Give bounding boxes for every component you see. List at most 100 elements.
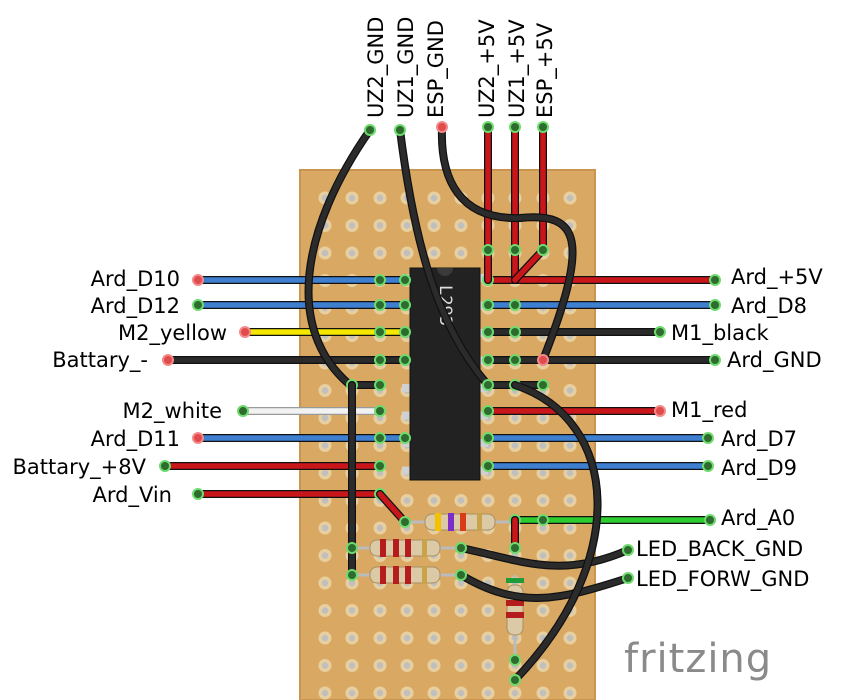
board-hole-center: [430, 689, 438, 697]
board-hole-center: [566, 469, 574, 477]
board-hole-center: [376, 607, 384, 614]
wire-end: [399, 432, 411, 444]
wire-end: [482, 121, 494, 133]
board-hole-center: [321, 414, 329, 422]
wire-ard-d8: [482, 299, 721, 311]
wire-ard-d9: [482, 460, 714, 472]
wire-esp-5v: [511, 121, 549, 284]
board-hole-center: [566, 662, 574, 669]
board-hole-center: [457, 497, 465, 504]
board-hole-center: [566, 194, 574, 202]
wire-end: [702, 432, 714, 444]
wire-end: [482, 299, 494, 311]
top-label-esp-gnd: ESP_GND: [424, 20, 449, 118]
right-label-led-back-gnd: LED_BACK_GND: [636, 537, 803, 562]
board-hole-center: [321, 387, 329, 394]
board-hole-center: [511, 442, 519, 449]
wire-m2-yellow: [239, 326, 411, 338]
board-hole-center: [403, 634, 411, 642]
board-hole-center: [457, 552, 465, 559]
board-hole-center: [348, 662, 356, 669]
board-hole-center: [457, 689, 465, 697]
board-hole-center: [511, 414, 519, 422]
left-label-m2-white: M2_white: [123, 399, 222, 424]
wire-end: [394, 124, 406, 136]
right-label-m1-black: M1_black: [671, 321, 770, 346]
board-hole-center: [321, 689, 329, 697]
wire-end: [159, 460, 171, 472]
wire-end: [374, 274, 386, 286]
top-label-esp-5v: ESP_+5V: [533, 22, 558, 118]
board-hole-center: [539, 442, 547, 449]
board-hole-center: [430, 607, 438, 614]
wire-m1-black: [482, 326, 666, 338]
resistor-1: [405, 513, 515, 531]
board-hole-center: [348, 249, 356, 257]
wire-ard-d10: [192, 274, 411, 286]
right-label-ard-5v: Ard_+5V: [731, 265, 823, 290]
wire-end: [237, 405, 249, 417]
wire-end: [509, 121, 521, 133]
board-hole-center: [484, 689, 492, 697]
board-hole-center: [321, 607, 329, 614]
wire-end: [192, 274, 204, 286]
board-hole-center: [321, 442, 329, 449]
left-label-battary-8v: Battary_+8V: [13, 455, 147, 480]
wire-uz2-5v: [482, 121, 494, 284]
wire-end: [239, 326, 251, 338]
board-hole-center: [484, 634, 492, 642]
board-hole-center: [566, 579, 574, 587]
wire-end: [482, 379, 494, 391]
board-hole-center: [539, 414, 547, 422]
board-hole-center: [457, 249, 465, 257]
fritzing-logo: fritzing: [624, 636, 772, 682]
wire-end: [622, 544, 634, 556]
board-hole-center: [403, 689, 411, 697]
left-label-ard-d12: Ard_D12: [91, 294, 180, 319]
board-hole-center: [457, 634, 465, 642]
board-hole-center: [511, 689, 519, 697]
board-hole-center: [321, 497, 329, 504]
board-hole-center: [457, 607, 465, 614]
wire-end: [399, 299, 411, 311]
board-hole-center: [484, 662, 492, 669]
chip-pin: [476, 356, 488, 365]
chip-pin: [476, 439, 488, 447]
board-hole-center: [566, 634, 574, 642]
top-label-uz1-gnd: UZ1_GND: [394, 17, 419, 118]
board-hole-center: [321, 662, 329, 669]
resistor-3: [350, 566, 465, 584]
wire-end: [364, 124, 376, 136]
wire-led-forw-gnd: [455, 569, 634, 602]
wire-end: [622, 572, 634, 584]
board-hole-center: [511, 497, 519, 504]
board-hole-center: [539, 689, 547, 697]
chip-pin: [402, 411, 414, 420]
wire-end: [482, 460, 494, 472]
chip-pin: [476, 301, 488, 310]
board-hole-center: [457, 222, 465, 229]
wire-end: [374, 379, 386, 391]
wire-end: [346, 569, 358, 581]
wire-gnd-loop-bottom: [509, 381, 602, 686]
board-hole-center: [403, 607, 411, 614]
wire-end: [537, 379, 549, 391]
wire-end: [374, 354, 386, 366]
wire-end: [374, 405, 386, 417]
board-hole-center: [484, 607, 492, 614]
wire-end: [709, 354, 721, 366]
board-hole-center: [566, 552, 574, 559]
board-hole-center: [403, 222, 411, 229]
wire-end: [709, 299, 721, 311]
right-label-ard-gnd: Ard_GND: [727, 348, 822, 373]
wire-ard-gnd: [482, 354, 721, 366]
wire-ard-d12: [192, 299, 411, 311]
wire-end: [482, 354, 494, 366]
board-hole-center: [348, 579, 356, 587]
wire-uz1-5v: [509, 121, 521, 284]
board-hole-center: [376, 222, 384, 229]
board-hole-center: [348, 634, 356, 642]
board-hole-center: [566, 497, 574, 504]
resistor-2: [350, 539, 465, 557]
board-hole-center: [321, 249, 329, 257]
